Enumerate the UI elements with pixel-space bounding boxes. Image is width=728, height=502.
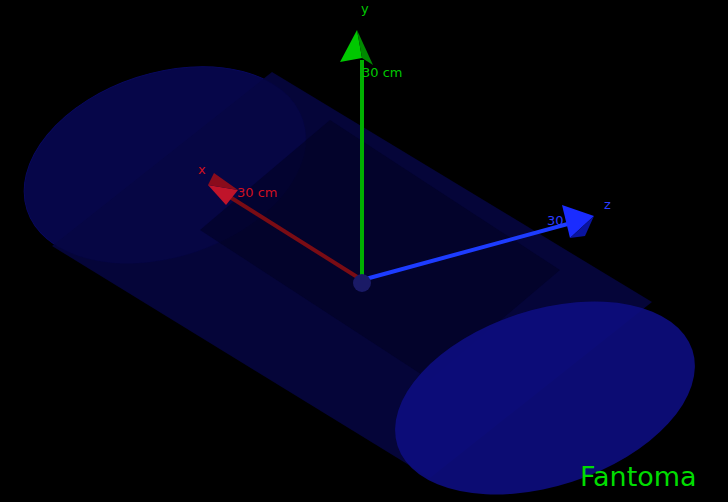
axis-name: x xyxy=(198,163,206,176)
axis-length: 30 cm xyxy=(237,186,278,199)
origin xyxy=(353,274,371,292)
cylinder-front xyxy=(370,266,719,502)
axis-name: z xyxy=(604,198,611,211)
axis-length: 30 cm xyxy=(362,66,403,79)
z-axis xyxy=(362,222,575,280)
axis-name: y xyxy=(361,2,369,15)
y-arrowhead-side xyxy=(357,30,373,65)
z-arrowhead xyxy=(562,205,594,238)
axis-length: 30 xyxy=(547,214,564,227)
y-axis xyxy=(360,60,364,282)
z-arrowhead-side xyxy=(570,216,594,238)
view-title: Fantoma xyxy=(580,463,697,490)
x-arrowhead-side xyxy=(208,173,238,190)
x-axis xyxy=(222,192,362,280)
